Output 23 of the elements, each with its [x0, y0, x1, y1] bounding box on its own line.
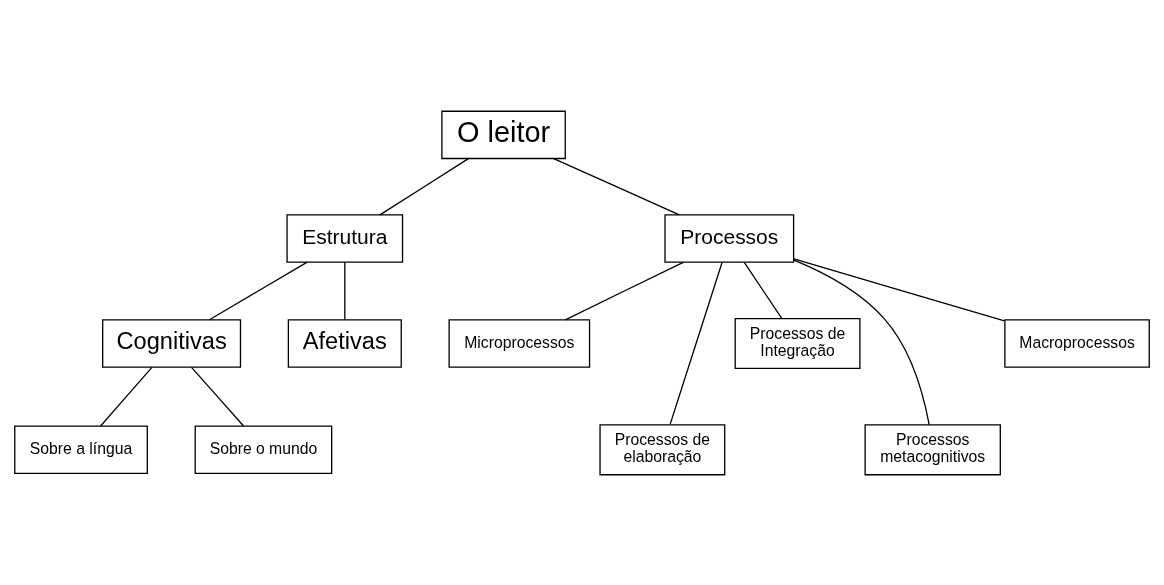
connector	[190, 366, 245, 427]
node-box: Processos metacognitivos	[864, 423, 1001, 475]
node-box: Processos de elaboração	[599, 423, 726, 475]
connector	[208, 261, 308, 320]
node-box: Processos de Integração	[734, 317, 861, 369]
connector	[553, 157, 680, 216]
connector	[379, 157, 469, 216]
connector	[743, 261, 783, 319]
connector	[669, 261, 723, 425]
node-box: O leitor	[441, 110, 566, 159]
node-box: Cognitivas	[102, 318, 242, 368]
connector	[344, 261, 346, 320]
node-box: Sobre a língua	[14, 425, 148, 474]
connector	[564, 261, 684, 320]
node-box: Estrutura	[286, 213, 404, 263]
node-box: Sobre o mundo	[194, 425, 333, 474]
node-box: Macroprocessos	[1004, 318, 1150, 368]
node-box: Afetivas	[287, 318, 402, 368]
connector	[100, 366, 153, 427]
connector	[793, 259, 930, 425]
connector	[793, 257, 1006, 321]
node-box: Processos	[664, 213, 795, 263]
node-box: Microprocessos	[448, 318, 591, 368]
